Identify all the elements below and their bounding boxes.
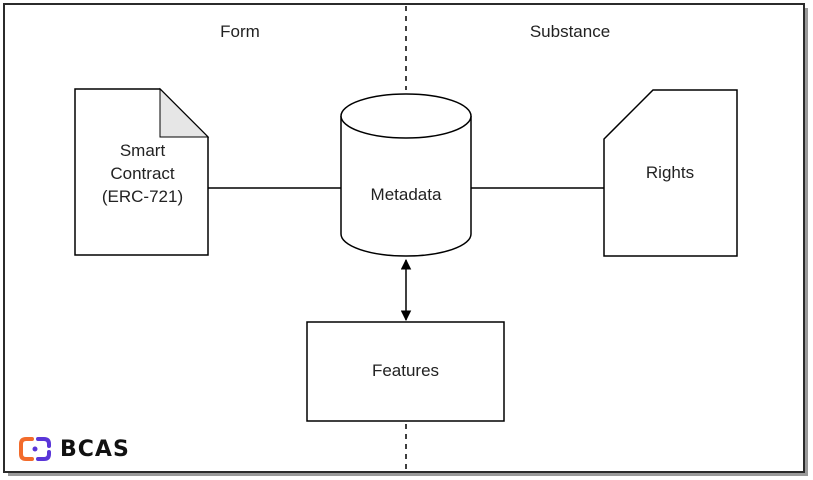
- metadata-label: Metadata: [370, 185, 442, 204]
- smart-contract-node: [74, 87, 210, 256]
- smart-contract-line-1: Smart: [119, 141, 166, 160]
- rights-node: [603, 89, 738, 257]
- bcas-logo-icon: [19, 437, 51, 461]
- features-label: Features: [371, 361, 440, 380]
- bcas-logo: BCAS: [18, 436, 130, 462]
- form-label: Form: [220, 22, 260, 41]
- smart-contract-line-2: Contract: [110, 164, 175, 183]
- features-node: [306, 321, 505, 422]
- smart-contract-line-3: (ERC-721): [101, 187, 184, 206]
- metadata-node: [340, 93, 472, 257]
- rights-label: Rights: [645, 163, 695, 182]
- smart-contract-label: Smart Contract (ERC-721): [80, 139, 205, 208]
- bcas-logo-text: BCAS: [60, 436, 130, 462]
- substance-label: Substance: [529, 22, 611, 41]
